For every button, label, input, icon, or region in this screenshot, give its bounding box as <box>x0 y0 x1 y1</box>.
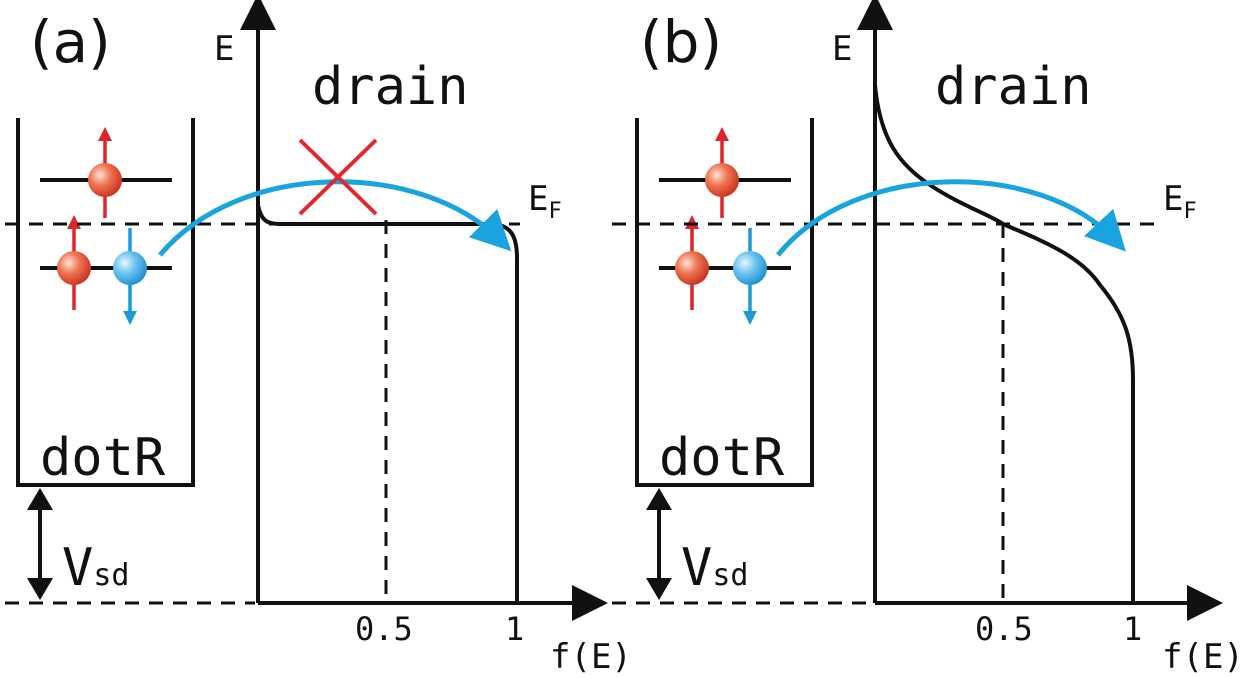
spin-up-electron-lower-a <box>57 215 91 310</box>
panel-b: (b) dotR Vsd E <box>612 0 1244 677</box>
reservoir-label-b: drain <box>935 57 1092 117</box>
tick-label-one-b: 1 <box>1123 610 1142 648</box>
bias-arrow-a <box>27 488 53 600</box>
energy-axis-label-a: E <box>214 29 234 69</box>
dot-label-b: dotR <box>659 428 785 488</box>
spin-down-electron-lower-b <box>733 228 767 325</box>
occupation-axis-label-b: f(E) <box>1162 637 1244 677</box>
spin-up-electron-upper-a <box>88 127 122 218</box>
fermi-subscript-a: F <box>548 199 561 224</box>
spin-down-electron-lower-a <box>113 228 147 325</box>
occupation-axis-label-a: f(E) <box>550 637 632 677</box>
bias-symbol-b: V <box>681 538 712 598</box>
spin-up-electron-lower-b <box>675 215 709 310</box>
fermi-symbol-b: E <box>1163 179 1183 219</box>
panel-a: (a) dotR Vsd <box>5 0 632 677</box>
tunneling-arrow-a <box>158 179 512 257</box>
bias-subscript-a: sd <box>93 558 129 593</box>
bias-symbol-a: V <box>62 538 93 598</box>
dot-label-a: dotR <box>40 428 166 488</box>
fermi-label-b: EF <box>1163 179 1197 224</box>
reservoir-label-a: drain <box>312 57 469 117</box>
energy-axis-label-b: E <box>832 29 852 69</box>
dot-well-b <box>635 118 814 487</box>
fermi-label-a: EF <box>528 179 562 224</box>
blocked-cross-icon <box>298 138 378 216</box>
panel-label-a: (a) <box>30 8 111 76</box>
tick-label-one-a: 1 <box>505 610 524 648</box>
bias-label-a: Vsd <box>62 538 129 598</box>
bias-arrow-b <box>646 488 672 600</box>
tick-label-half-b: 0.5 <box>975 610 1033 648</box>
dot-well-a <box>16 118 195 487</box>
fermi-subscript-b: F <box>1183 199 1196 224</box>
bias-subscript-b: sd <box>712 558 748 593</box>
tunneling-arrow-b <box>776 179 1126 257</box>
tick-label-half-a: 0.5 <box>355 610 413 648</box>
spin-up-electron-upper-b <box>705 127 739 218</box>
fermi-symbol-a: E <box>528 179 548 219</box>
panel-label-b: (b) <box>640 8 722 76</box>
fermi-distribution-curve-b <box>873 84 1135 603</box>
bias-label-b: Vsd <box>681 538 748 598</box>
